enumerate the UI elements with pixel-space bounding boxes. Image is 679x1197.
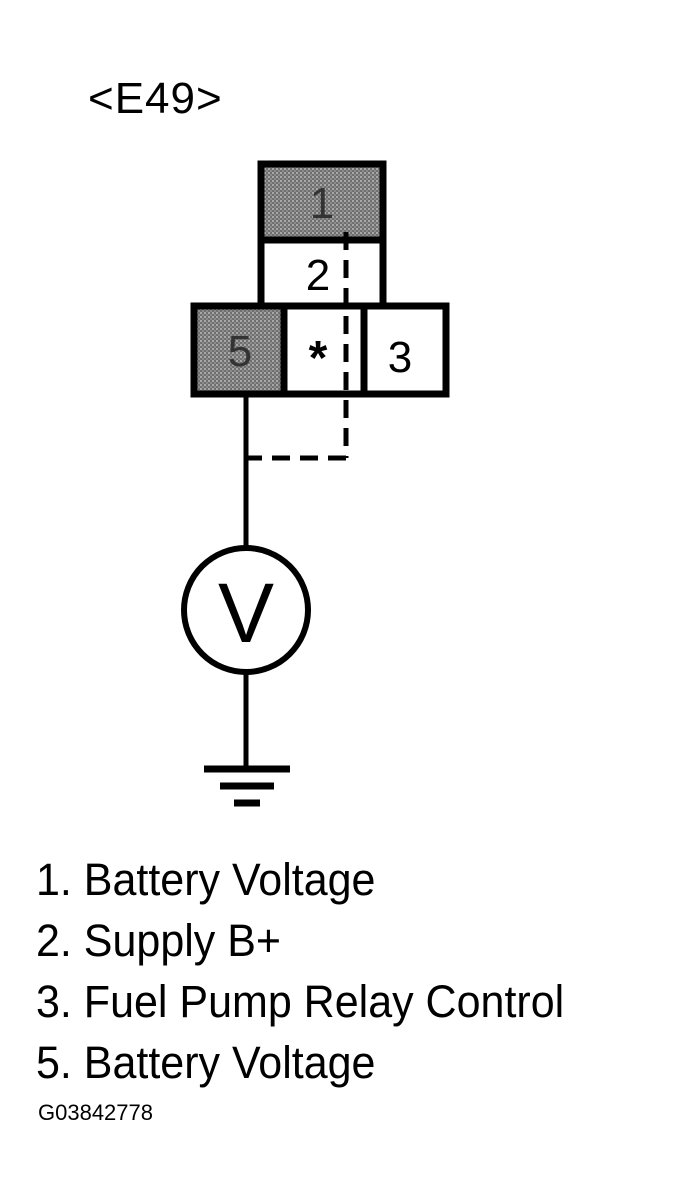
legend-item: 3. Fuel Pump Relay Control (36, 977, 565, 1028)
ground-icon (204, 765, 290, 807)
pin-1-label: 1 (310, 179, 334, 228)
pin-5-label: 5 (228, 327, 252, 376)
connector-e49: 1 2 5 * 3 (190, 160, 450, 398)
connector-label: <E49> (88, 74, 223, 123)
voltmeter-symbol: V (218, 566, 274, 660)
voltmeter: V (181, 545, 311, 675)
pin-2-cell (257, 236, 387, 310)
pin-2-label: 2 (306, 251, 330, 300)
figure-code: G03842778 (38, 1100, 153, 1125)
pin-3-cell (360, 302, 450, 398)
pin-3-label: 3 (388, 333, 412, 382)
pin-legend: 1. Battery Voltage 2. Supply B+ 3. Fuel … (36, 850, 564, 1094)
pin-star-label: * (309, 332, 328, 385)
dashed-probe-lead (248, 232, 349, 461)
legend-item: 2. Supply B+ (36, 916, 282, 967)
legend-item: 5. Battery Voltage (36, 1037, 376, 1089)
legend-item: 1. Battery Voltage (36, 855, 376, 906)
pin-1-cell (257, 160, 387, 244)
